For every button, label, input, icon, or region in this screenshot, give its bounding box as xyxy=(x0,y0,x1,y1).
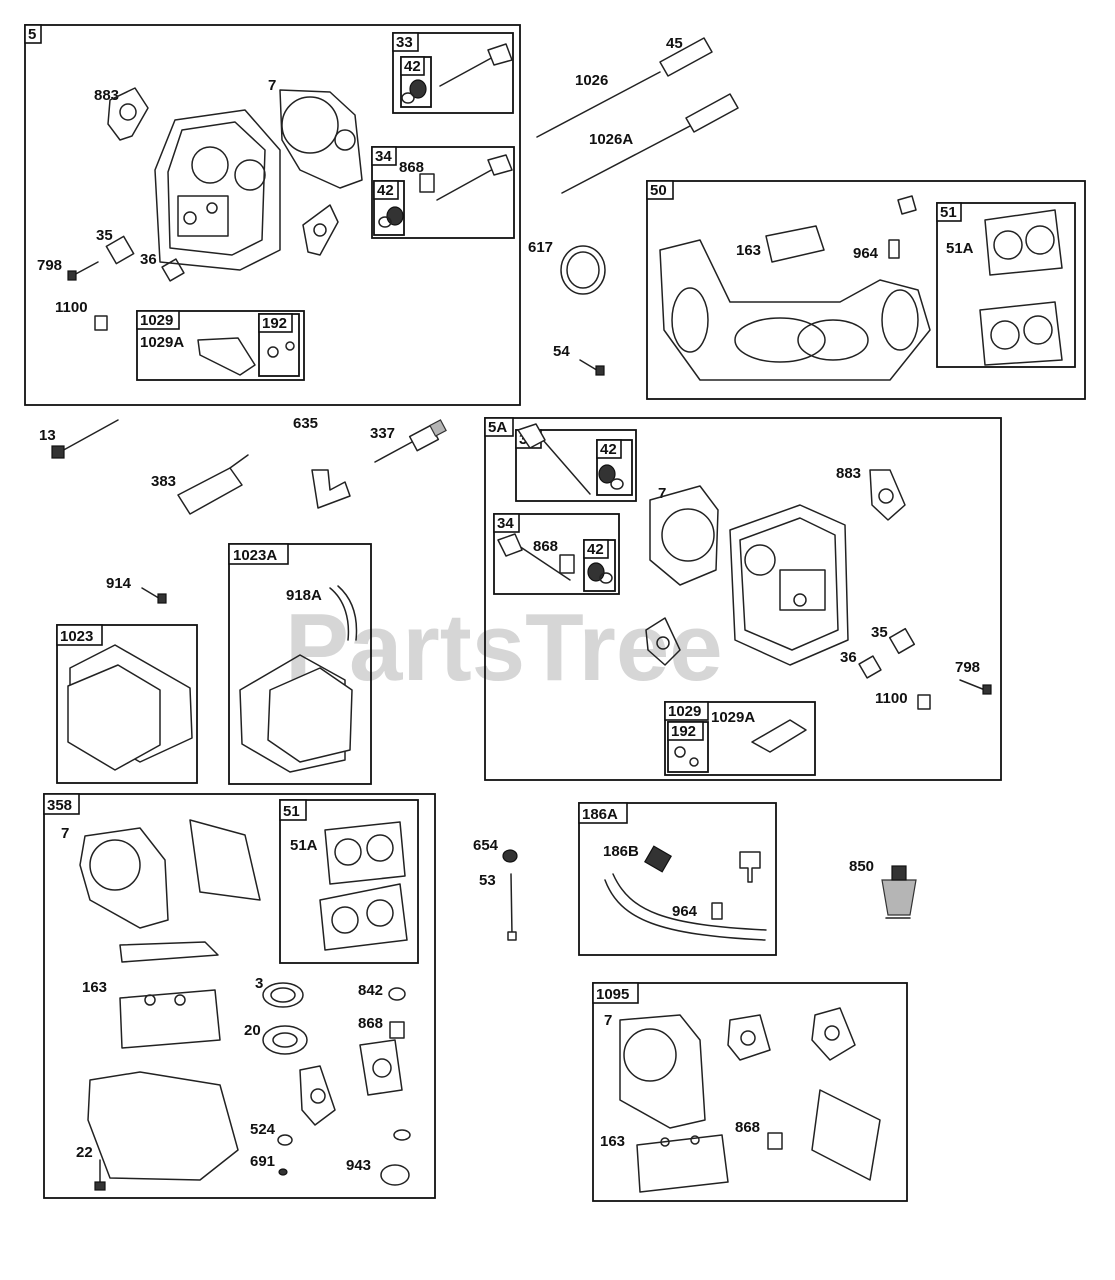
part-callout: 1029A xyxy=(711,709,755,726)
part-callout: 7 xyxy=(61,825,69,842)
part-callout: 163 xyxy=(82,979,107,996)
cylinder-head-icon xyxy=(729,504,849,666)
part-callout: 883 xyxy=(94,87,119,104)
part-callout: 1026 xyxy=(575,72,608,89)
part-callout: 914 xyxy=(106,575,132,592)
part-callout: 850 xyxy=(849,858,874,875)
part-callout: 7 xyxy=(268,77,276,94)
assembly-tag: 1095 xyxy=(596,986,629,1003)
part-drawings xyxy=(51,37,1063,1193)
part-callout: 842 xyxy=(358,982,383,999)
sealant-tube-icon xyxy=(881,865,917,919)
part-callout: 654 xyxy=(473,837,499,854)
assembly-tag: 5 xyxy=(28,26,36,43)
assembly-tag: 192 xyxy=(671,723,696,740)
part-callout: 35 xyxy=(96,227,113,244)
part-callout: 868 xyxy=(735,1119,760,1136)
assembly-tag: 42 xyxy=(600,441,617,458)
part-callout: 691 xyxy=(250,1153,275,1170)
part-callout: 51A xyxy=(290,837,318,854)
part-callout: 868 xyxy=(533,538,558,555)
part-callout: 13 xyxy=(39,427,56,444)
part-callout: 54 xyxy=(553,343,570,360)
watermark: PartsTree xyxy=(285,594,723,701)
part-callout: 964 xyxy=(672,903,698,920)
part-callout: 7 xyxy=(604,1012,612,1029)
assembly-tag: 50 xyxy=(650,182,667,199)
assembly-tag: 51 xyxy=(940,204,957,221)
assembly-tag: 1029 xyxy=(140,312,173,329)
part-callout: 7 xyxy=(658,485,666,502)
part-callout: 635 xyxy=(293,415,318,432)
part-callout: 617 xyxy=(528,239,553,256)
part-callout: 20 xyxy=(244,1022,261,1039)
callout-labels: 883 7 868 35 798 36 1100 1029A 45 1026 1… xyxy=(37,35,980,1174)
part-callout: 868 xyxy=(358,1015,383,1032)
assembly-tag: 186A xyxy=(582,806,618,823)
assembly-tag: 33 xyxy=(396,34,413,51)
part-callout: 36 xyxy=(840,649,857,666)
part-callout: 337 xyxy=(370,425,395,442)
part-callout: 186B xyxy=(603,843,639,860)
assembly-tag: 42 xyxy=(377,182,394,199)
assembly-tags: 5 33 42 34 42 1029 192 50 51 5A 33 42 34… xyxy=(24,24,962,1004)
part-callout: 35 xyxy=(871,624,888,641)
part-callout: 3 xyxy=(255,975,263,992)
part-callout: 868 xyxy=(399,159,424,176)
part-callout: 51A xyxy=(946,240,974,257)
assembly-tag: 5A xyxy=(488,419,507,436)
part-callout: 1026A xyxy=(589,131,633,148)
part-callout: 36 xyxy=(140,251,157,268)
assembly-tag: 34 xyxy=(497,515,514,532)
assembly-tag: 358 xyxy=(47,797,72,814)
part-callout: 1100 xyxy=(55,299,88,316)
assembly-tag: 51 xyxy=(283,803,300,820)
assembly-frames xyxy=(24,24,1086,1202)
part-callout: 798 xyxy=(37,257,62,274)
part-callout: 383 xyxy=(151,473,176,490)
part-callout: 1100 xyxy=(875,690,908,707)
part-callout: 163 xyxy=(600,1133,625,1150)
assembly-tag: 192 xyxy=(262,315,287,332)
part-callout: 45 xyxy=(666,35,683,52)
assembly-tag: 1023 xyxy=(60,628,93,645)
part-callout: 883 xyxy=(836,465,861,482)
assembly-tag: 1023A xyxy=(233,547,277,564)
cylinder-head-icon xyxy=(154,109,281,271)
part-callout: 53 xyxy=(479,872,496,889)
assembly-tag: 1029 xyxy=(668,703,701,720)
assembly-tag: 42 xyxy=(587,541,604,558)
part-callout: 524 xyxy=(250,1121,276,1138)
part-callout: 964 xyxy=(853,245,879,262)
intake-manifold-icon xyxy=(659,239,931,381)
assembly-tag: 34 xyxy=(375,148,392,165)
part-callout: 798 xyxy=(955,659,980,676)
part-callout: 943 xyxy=(346,1157,371,1174)
assembly-tag: 42 xyxy=(404,58,421,75)
part-callout: 163 xyxy=(736,242,761,259)
part-callout: 918A xyxy=(286,587,322,604)
part-callout: 22 xyxy=(76,1144,93,1161)
part-callout: 1029A xyxy=(140,334,184,351)
